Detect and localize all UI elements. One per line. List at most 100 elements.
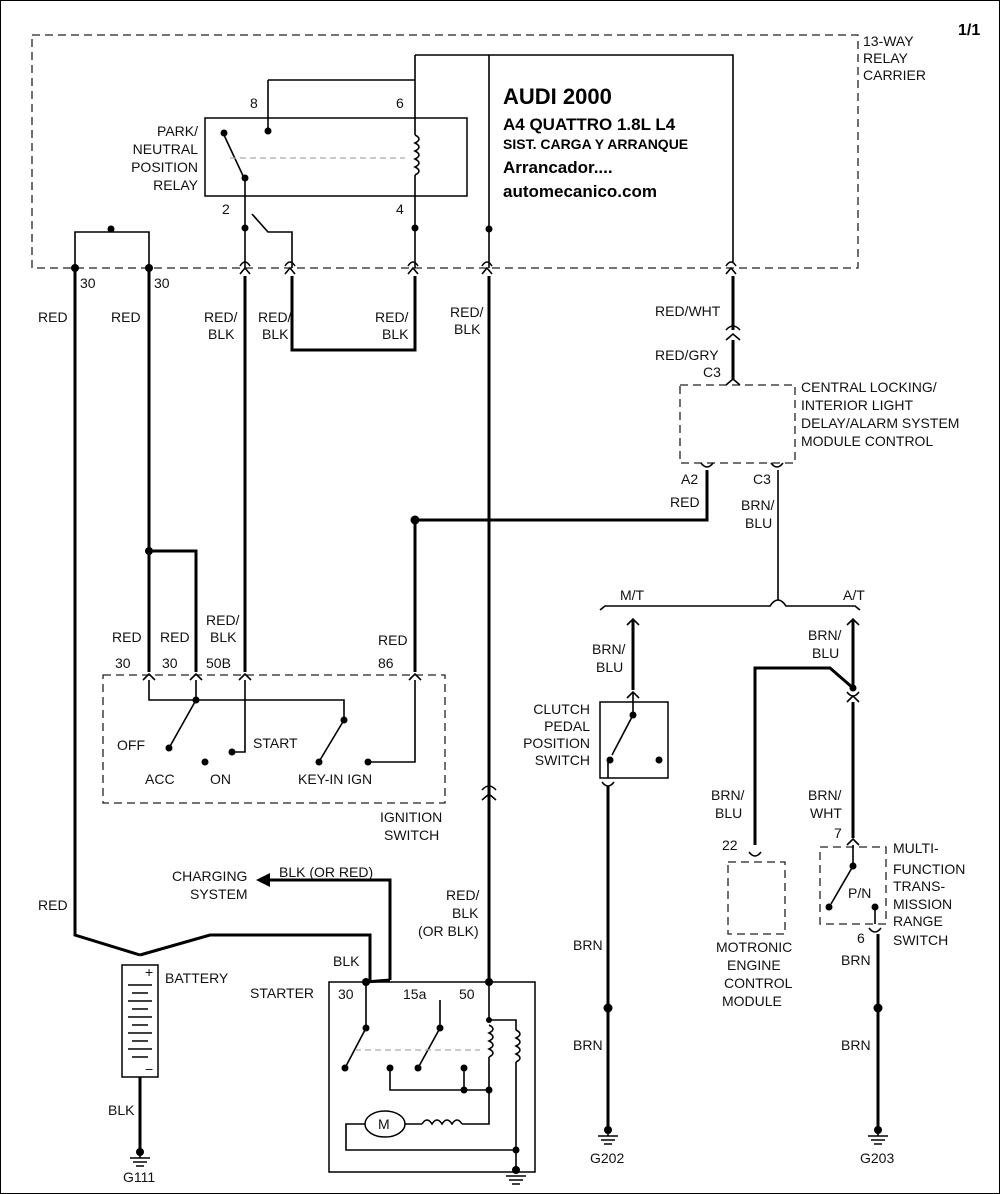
svg-text:SWITCH: SWITCH bbox=[535, 752, 590, 768]
starter-internals bbox=[341, 982, 526, 1185]
wire-red-battery-starter bbox=[139, 933, 372, 980]
wire-relay2-b bbox=[251, 213, 293, 268]
label-red-86: RED bbox=[378, 632, 408, 648]
title-model: A4 QUATTRO 1.8L L4 bbox=[503, 115, 676, 134]
svg-text:MOTRONIC: MOTRONIC bbox=[716, 939, 792, 955]
svg-text:RELAY: RELAY bbox=[153, 177, 199, 193]
battery-plus: + bbox=[145, 964, 153, 980]
connector-redwht bbox=[725, 325, 741, 341]
pin-a2: A2 bbox=[681, 471, 698, 487]
ign-pos-off: OFF bbox=[117, 737, 145, 753]
ground-g203: G203 bbox=[860, 1150, 894, 1166]
relay-switch-symbol bbox=[220, 79, 415, 196]
label-red-a2: RED bbox=[670, 494, 700, 510]
wire-red-a2-86 bbox=[413, 470, 709, 672]
svg-text:BLK: BLK bbox=[262, 326, 289, 342]
pn-relay-label: PARK/ NEUTRAL POSITION RELAY bbox=[131, 123, 199, 193]
pin-c3-bot: C3 bbox=[753, 471, 771, 487]
central-locking-label: CENTRAL LOCKING/ INTERIOR LIGHT DELAY/AL… bbox=[801, 379, 959, 449]
svg-text:NEUTRAL: NEUTRAL bbox=[133, 141, 199, 157]
relay-pin-8: 8 bbox=[250, 95, 258, 111]
svg-text:BLK: BLK bbox=[208, 326, 235, 342]
clutch-switch-label: CLUTCH PEDAL POSITION SWITCH bbox=[523, 701, 590, 768]
label-red-left: RED bbox=[38, 309, 68, 325]
carrier-feed-30 bbox=[71, 225, 153, 272]
title-block: AUDI 2000 A4 QUATTRO 1.8L L4 SIST. CARGA… bbox=[503, 84, 688, 201]
label-blk-or-red: BLK (OR RED) bbox=[279, 864, 373, 880]
ign-pin-50b: 50B bbox=[206, 655, 231, 671]
svg-text:BLU: BLU bbox=[715, 805, 742, 821]
svg-text:RED/: RED/ bbox=[258, 309, 292, 325]
svg-text:RED/: RED/ bbox=[206, 612, 240, 628]
label-red-ign1: RED bbox=[112, 629, 142, 645]
mfts-label: MULTI- FUNCTION TRANS- MISSION RANGE SWI… bbox=[893, 840, 965, 948]
relay-pin-6: 6 bbox=[396, 95, 404, 111]
relay-coil-symbol bbox=[413, 54, 734, 262]
ground-g111-symbol bbox=[130, 1152, 150, 1167]
svg-text:BLK: BLK bbox=[454, 321, 481, 337]
ign-pos-start: START bbox=[253, 735, 298, 751]
starter-pin-50: 50 bbox=[459, 986, 475, 1002]
clutch-switch-box bbox=[599, 701, 669, 779]
svg-text:SWITCH: SWITCH bbox=[893, 932, 948, 948]
label-redblk-ign: RED/ BLK bbox=[206, 612, 240, 645]
title-system: SIST. CARGA Y ARRANQUE bbox=[503, 136, 688, 152]
svg-text:13-WAY: 13-WAY bbox=[863, 33, 914, 49]
svg-text:ENGINE: ENGINE bbox=[727, 957, 781, 973]
svg-text:SYSTEM: SYSTEM bbox=[190, 886, 248, 902]
svg-text:BLK: BLK bbox=[210, 629, 237, 645]
battery-cells bbox=[128, 984, 152, 1058]
relay-pin-4: 4 bbox=[396, 201, 404, 217]
label-brnblu-2: BRN/ BLU bbox=[592, 641, 626, 675]
ignition-contacts bbox=[142, 672, 422, 766]
label-mt: M/T bbox=[620, 587, 645, 603]
svg-text:TRANS-: TRANS- bbox=[893, 878, 945, 894]
svg-text:RED/: RED/ bbox=[375, 309, 409, 325]
label-redgry: RED/GRY bbox=[655, 347, 719, 363]
svg-text:POSITION: POSITION bbox=[131, 159, 198, 175]
wire-redblk-loop bbox=[290, 276, 417, 352]
ign-pin-30a: 30 bbox=[115, 655, 131, 671]
title-subject: Arrancador.... bbox=[503, 158, 613, 177]
charging-system-label: CHARGING SYSTEM bbox=[172, 868, 248, 902]
starter-label: STARTER bbox=[250, 985, 314, 1001]
starter-box bbox=[328, 981, 536, 1173]
svg-text:BRN/: BRN/ bbox=[808, 787, 842, 803]
wire-red-ign-feed-b bbox=[149, 549, 198, 672]
ground-g202: G202 bbox=[590, 1150, 624, 1166]
svg-text:FUNCTION: FUNCTION bbox=[893, 861, 965, 877]
label-brnblu-1: BRN/ BLU bbox=[741, 497, 775, 531]
label-brnblu-3: BRN/ BLU bbox=[808, 627, 842, 661]
svg-text:IGNITION: IGNITION bbox=[380, 809, 442, 825]
svg-text:RELAY: RELAY bbox=[863, 50, 909, 66]
battery-minus: − bbox=[145, 1061, 153, 1077]
label-brn-4: BRN bbox=[841, 1037, 871, 1053]
ign-pin-86: 86 bbox=[378, 655, 394, 671]
charging-arrow-icon bbox=[256, 873, 270, 887]
ign-pos-acc: ACC bbox=[145, 771, 175, 787]
svg-text:PEDAL: PEDAL bbox=[544, 718, 590, 734]
svg-text:SWITCH: SWITCH bbox=[384, 827, 439, 843]
svg-text:BLU: BLU bbox=[812, 645, 839, 661]
svg-text:CENTRAL LOCKING/: CENTRAL LOCKING/ bbox=[801, 379, 937, 395]
wire-brnblu-motronic bbox=[753, 666, 854, 845]
svg-text:BLK: BLK bbox=[452, 905, 479, 921]
svg-text:INTERIOR LIGHT: INTERIOR LIGHT bbox=[801, 397, 913, 413]
svg-text:BLU: BLU bbox=[596, 659, 623, 675]
svg-text:CONTROL: CONTROL bbox=[724, 975, 793, 991]
carrier-pin-30b: 30 bbox=[154, 275, 170, 291]
ign-pos-keyin: KEY-IN IGN bbox=[298, 771, 372, 787]
svg-text:BRN/: BRN/ bbox=[592, 641, 626, 657]
label-red-batt: RED bbox=[38, 897, 68, 913]
svg-text:RED/: RED/ bbox=[446, 887, 480, 903]
svg-text:RANGE: RANGE bbox=[893, 913, 943, 929]
relay-carrier-box bbox=[31, 34, 859, 269]
svg-text:RED/: RED/ bbox=[204, 309, 238, 325]
title-site: automecanico.com bbox=[503, 182, 657, 201]
svg-text:CHARGING: CHARGING bbox=[172, 868, 247, 884]
central-locking-module bbox=[679, 384, 796, 464]
mfts-pin-7: 7 bbox=[834, 825, 842, 841]
ign-pos-on: ON bbox=[210, 771, 231, 787]
mfts-pn: P/N bbox=[848, 885, 871, 901]
